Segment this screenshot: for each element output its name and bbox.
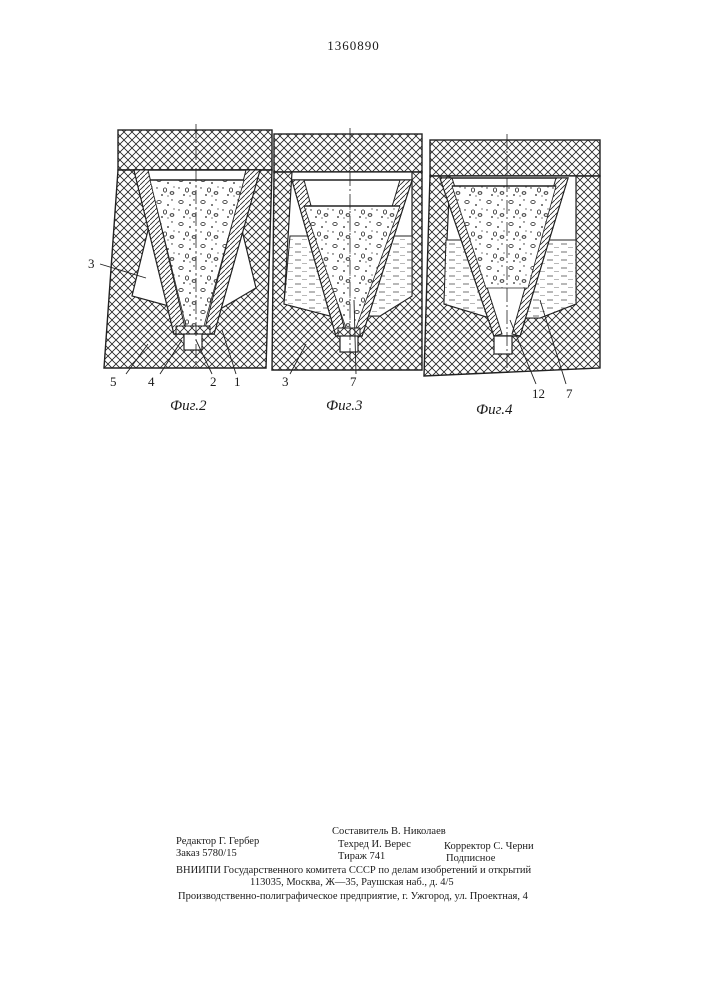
fig4-caption: Фиг.4 [476,402,513,418]
fig2-label-1: 1 [234,374,241,389]
fig2-label-4: 4 [148,374,155,389]
fig3-label-7: 7 [350,374,357,389]
imprint-institute: ВНИИПИ Государственного комитета СССР по… [176,865,531,877]
imprint-techred: Техред И. Верес [338,839,411,851]
figure-3 [272,128,422,370]
fig2-label-3: 3 [88,256,95,271]
imprint-compiler: Составитель В. Николаев [332,826,446,838]
imprint-editor: Редактор Г. Гербер [176,836,259,848]
fig2-label-5: 5 [110,374,117,389]
fig4-label-12: 12 [532,386,545,401]
imprint-address: 113035, Москва, Ж—35, Раушская наб., д. … [250,877,454,889]
fig2-label-2: 2 [210,374,217,389]
figure-4 [424,134,600,376]
imprint-corrector: Корректор С. Черни [444,841,534,853]
fig4-label-7: 7 [566,386,573,401]
imprint-subscription: Подписное [446,853,495,865]
fig2-caption: Фиг.2 [170,398,207,414]
imprint-printer: Производственно-полиграфическое предприя… [178,891,528,903]
fig3-label-3: 3 [282,374,289,389]
imprint-circulation: Тираж 741 [338,851,385,863]
fig3-caption: Фиг.3 [326,398,362,414]
imprint-order: Заказ 5780/15 [176,848,237,860]
figure-2 [104,124,272,368]
